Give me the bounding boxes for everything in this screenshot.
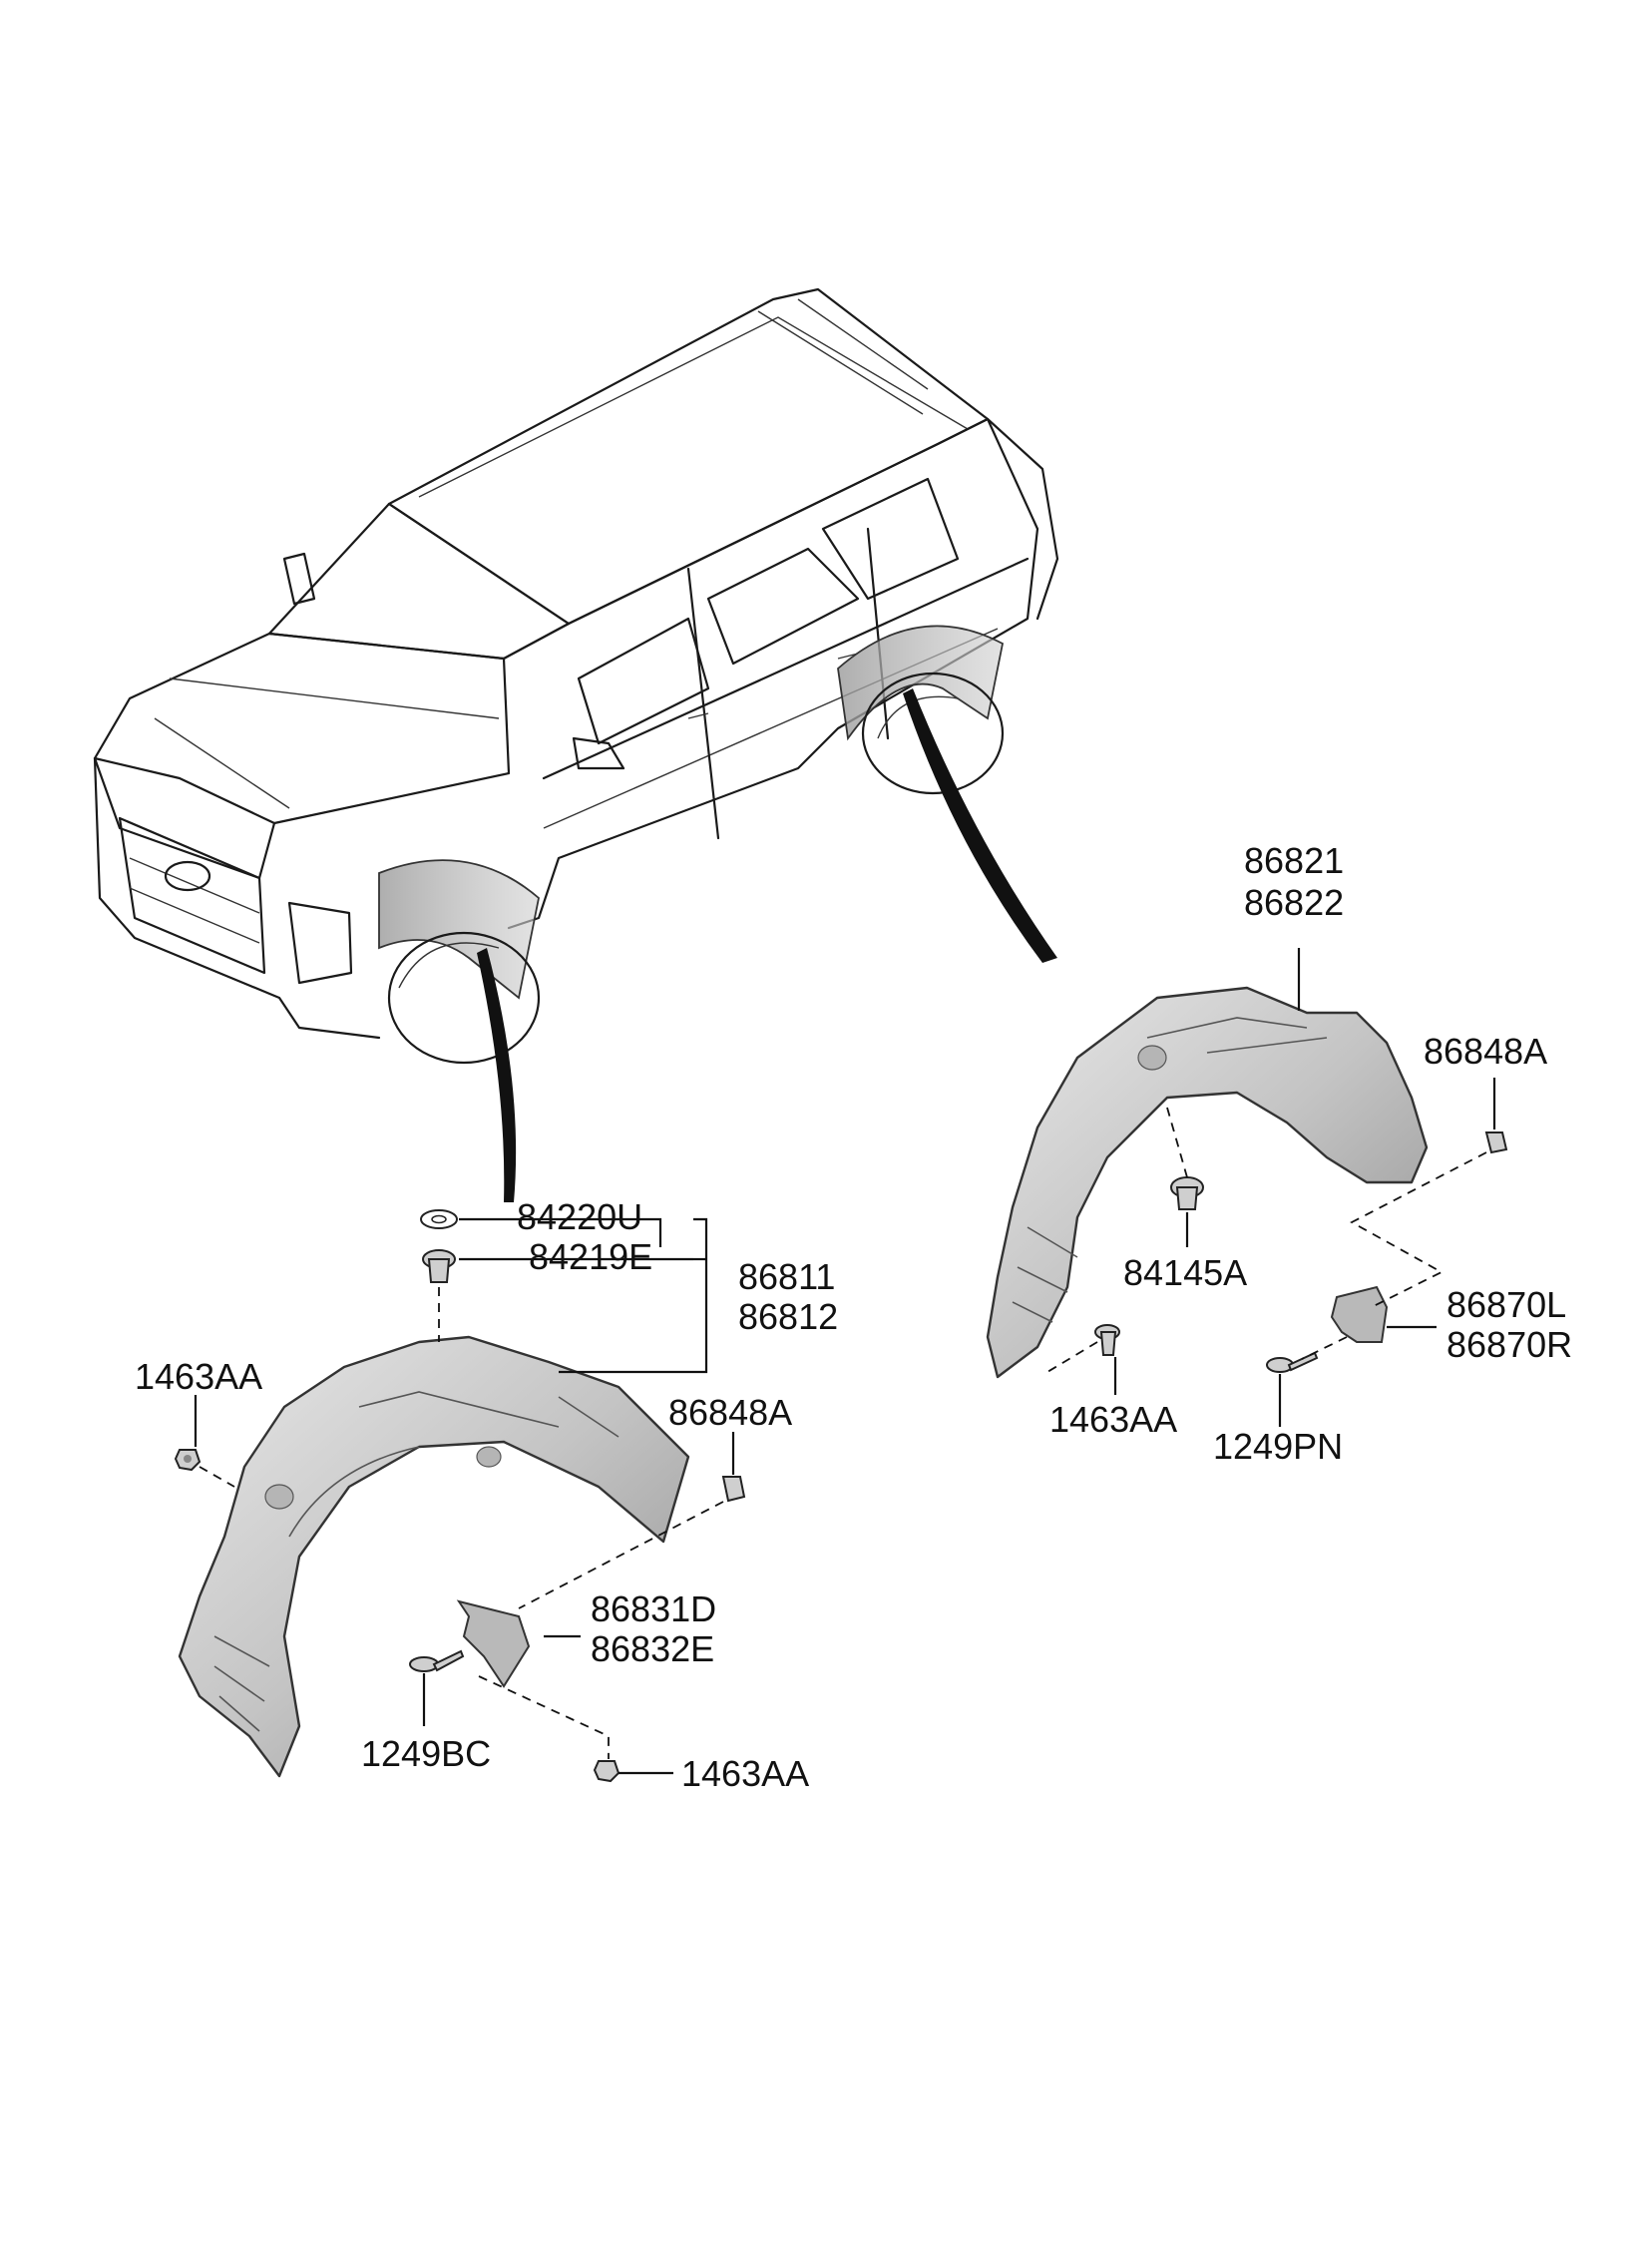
label-86831d: 86831D — [591, 1588, 716, 1629]
label-86822: 86822 — [1244, 882, 1344, 923]
label-86821: 86821 — [1244, 840, 1344, 881]
label-86870l: 86870L — [1446, 1284, 1566, 1325]
front-bolt-bottom-part — [593, 1760, 620, 1783]
front-grommet-part — [422, 1249, 456, 1283]
front-screw-part — [409, 1649, 465, 1672]
label-84219e: 84219E — [529, 1236, 652, 1277]
rear-bolt-part — [1094, 1324, 1120, 1356]
label-front-1463aa-left: 1463AA — [135, 1356, 262, 1397]
rear-wheel-arch — [837, 625, 1005, 795]
rear-wheel-guard-liner — [986, 986, 1429, 1379]
label-front-1463aa-bottom: 1463AA — [681, 1753, 809, 1794]
rear-mud-flap — [1330, 1285, 1389, 1343]
label-1249bc: 1249BC — [361, 1733, 491, 1774]
rear-clip-part — [1484, 1131, 1508, 1154]
label-86870r: 86870R — [1446, 1324, 1572, 1365]
label-1249pn: 1249PN — [1213, 1426, 1343, 1467]
front-clip-part — [721, 1476, 746, 1503]
label-86832e: 86832E — [591, 1628, 714, 1669]
front-wheel-guard-group: 84220U 84219E 86811 86812 1463AA 86848A … — [135, 1196, 838, 1794]
label-front-86848a: 86848A — [668, 1392, 792, 1433]
front-mud-flap — [456, 1599, 531, 1688]
rear-grommet-part — [1170, 1176, 1204, 1210]
label-86811: 86811 — [738, 1256, 835, 1297]
label-86812: 86812 — [738, 1296, 838, 1337]
label-rear-1463aa: 1463AA — [1049, 1399, 1177, 1440]
front-bolt-left-part — [174, 1449, 202, 1472]
label-rear-86848a: 86848A — [1424, 1031, 1547, 1072]
label-84145a: 84145A — [1123, 1252, 1247, 1293]
front-washer-part — [420, 1209, 458, 1229]
front-wheel-arch — [378, 859, 541, 1065]
rear-screw-part — [1266, 1351, 1319, 1373]
front-wheel-guard-liner — [178, 1335, 690, 1778]
vehicle-illustration — [93, 287, 1059, 1202]
label-84220u: 84220U — [517, 1196, 642, 1237]
rear-wheel-guard-group: 86821 86822 86848A 84145A 86870L 86870R … — [986, 840, 1572, 1467]
